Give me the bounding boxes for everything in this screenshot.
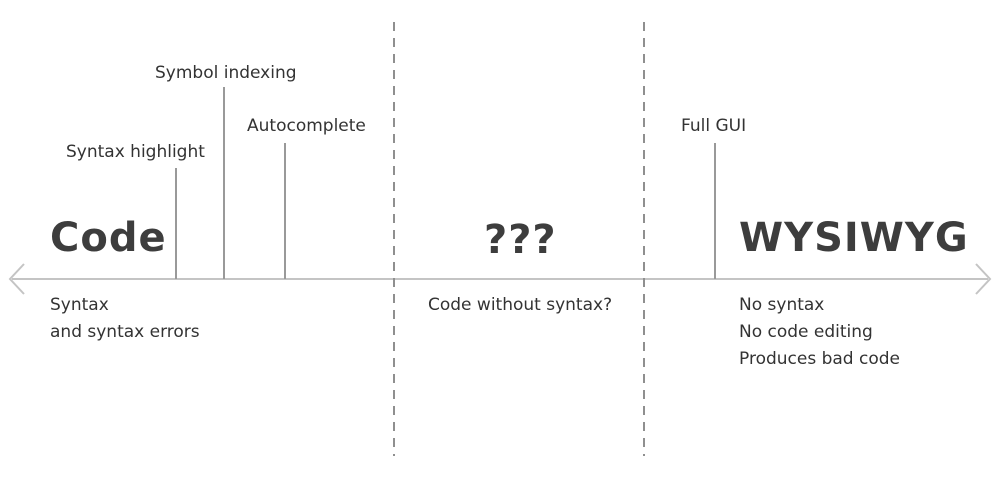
code-note-2: and syntax errors	[50, 322, 200, 342]
right-arrowhead-icon	[975, 263, 992, 295]
feature-label-symbol-indexing: Symbol indexing	[155, 63, 297, 83]
code-note-1: Syntax	[50, 295, 109, 315]
left-arrowhead-icon	[8, 263, 25, 295]
feature-label-syntax-highlight: Syntax highlight	[66, 142, 205, 162]
region-title-code: Code	[50, 215, 167, 261]
feature-label-autocomplete: Autocomplete	[247, 116, 366, 136]
feature-label-full-gui: Full GUI	[681, 116, 747, 136]
wysiwyg-note-3: Produces bad code	[739, 349, 901, 369]
region-title-middle: ???	[484, 217, 557, 263]
region-title-wysiwyg: WYSIWYG	[739, 215, 969, 261]
middle-note-1: Code without syntax?	[428, 295, 613, 315]
wysiwyg-note-1: No syntax	[739, 295, 825, 315]
wysiwyg-note-2: No code editing	[739, 322, 873, 342]
